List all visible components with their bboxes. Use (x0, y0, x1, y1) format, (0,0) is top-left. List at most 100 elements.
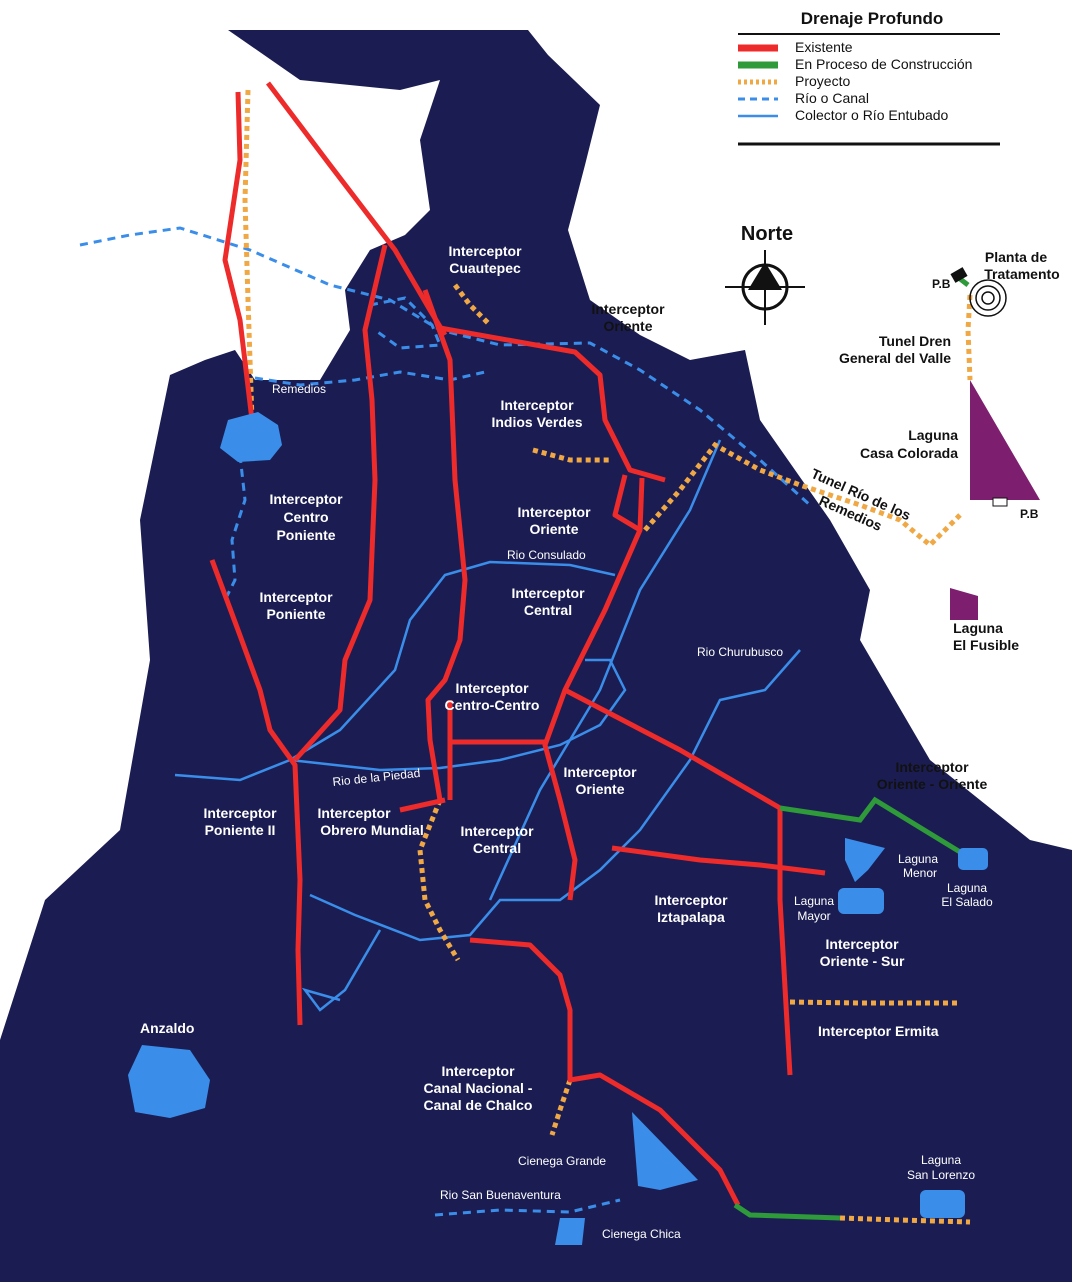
sl-proyecto-path (839, 1215, 971, 1225)
int-oo-green-path (779, 796, 967, 858)
legend-item-label: Proyecto (795, 73, 850, 89)
laguna-anzaldo (128, 1045, 210, 1118)
laguna-casa-colorada (970, 380, 1040, 500)
label-cp-1: Interceptor (269, 491, 343, 507)
int-poniente-path (209, 559, 303, 1026)
tunel-remedios-path (643, 441, 962, 549)
label-poniente-2: Poniente (266, 606, 325, 622)
label-tunel-dren-2: General del Valle (839, 350, 951, 366)
label-cuautepec-2: Cuautepec (449, 260, 521, 276)
label-lfusible-1: Laguna (953, 620, 1003, 636)
int-top-branch-path (439, 325, 666, 483)
label-emisor-central-ii: Emisor Central II (314, 110, 425, 126)
label-rio-churubusco: Rio Churubusco (697, 645, 783, 659)
label-indios-1: Interceptor (500, 397, 574, 413)
label-cienega-grande: Cienega Grande (518, 1154, 606, 1168)
emisor-poniente-path (222, 91, 255, 421)
label-rio-remedios-2: Remedios (272, 382, 326, 396)
label-anzaldo: Anzaldo (140, 1020, 194, 1036)
tunel-vaso-cristo-path (242, 89, 255, 421)
label-iztapalapa-2: Iztapalapa (657, 909, 725, 925)
label-lmayor-2: Mayor (797, 909, 830, 923)
proyectos (242, 89, 973, 1225)
colectores (174, 439, 801, 1012)
legend-item-label: Existente (795, 39, 853, 55)
int-canal-proyecto-path (549, 1079, 573, 1136)
label-lmayor-1: Laguna (794, 894, 834, 908)
label-oo-1: Interceptor (895, 759, 969, 775)
int-indios-verdes-path (532, 447, 610, 463)
int-oriente-path (542, 528, 643, 901)
label-central-low-2: Central (473, 840, 521, 856)
label-oriente-low-2: Oriente (575, 781, 624, 797)
label-planta-2: Tratamento (984, 266, 1059, 282)
legend-item-label: En Proceso de Construcción (795, 56, 972, 72)
label-obrero-1: Interceptor (317, 805, 391, 821)
int-canal-path (469, 937, 741, 1207)
int-iztapalapa-path (611, 845, 826, 876)
label-oriente-mid-1: Interceptor (517, 504, 591, 520)
label-oriente-low-1: Interceptor (563, 764, 637, 780)
tratamiento-inset (950, 267, 1040, 620)
pb-bottom-box (992, 497, 1008, 507)
legend-title: Drenaje Profundo (801, 9, 944, 28)
legend-item-label: Colector o Río Entubado (795, 107, 949, 123)
existente (209, 81, 826, 1207)
label-os-2: Oriente - Sur (820, 953, 905, 969)
label-rio-sb: Rio San Buenaventura (440, 1188, 561, 1202)
label-oriente-top-1: Interceptor (591, 301, 665, 317)
cienega-grande (632, 1112, 698, 1190)
laguna-el-salado (958, 848, 988, 870)
label-canal-1: Interceptor (441, 1063, 515, 1079)
label-lsl-1: Laguna (921, 1153, 961, 1167)
label-pii-2: Poniente II (205, 822, 276, 838)
int-obrero-mundial-path (399, 797, 446, 813)
label-pb-top: P.B (932, 277, 951, 291)
label-lsalado-1: Laguna (947, 881, 987, 895)
label-oriente-top-2: Oriente (603, 318, 652, 334)
label-indios-2: Indios Verdes (491, 414, 582, 430)
label-emisor-central-2: Central (278, 208, 326, 224)
label-oriente-mid-2: Oriente (529, 521, 578, 537)
label-pb-bottom: P.B (1020, 507, 1039, 521)
label-cienega-chica: Cienega Chica (602, 1227, 681, 1241)
rio-remedios-path (254, 370, 486, 387)
rio-san-buenaventura-path (434, 1198, 621, 1217)
laguna-el-fusible (950, 588, 978, 620)
label-os-1: Interceptor (825, 936, 899, 952)
map-territory (0, 30, 1072, 1282)
label-poniente-1: Interceptor (259, 589, 333, 605)
label-obrero-2: Obrero Mundial (320, 822, 423, 838)
compass-icon: Norte (725, 223, 805, 325)
label-lsalado-2: El Salado (941, 895, 993, 909)
label-ermita: Interceptor Ermita (818, 1023, 939, 1039)
laguna-norte (220, 412, 282, 462)
laguna-mayor (838, 888, 884, 914)
rio-laguna-poniente-path (223, 454, 247, 601)
legend-item-label: Río o Canal (795, 90, 869, 106)
label-cc-2: Centro-Centro (445, 697, 540, 713)
int-loop-path (612, 474, 645, 533)
pb-top-box (950, 267, 968, 283)
label-lmenor-2: Menor (903, 866, 937, 880)
label-rio-remedios-1: Rio de los (272, 355, 325, 369)
label-lmenor-1: Laguna (898, 852, 938, 866)
label-cc-1: Interceptor (455, 680, 529, 696)
label-lfusible-2: El Fusible (953, 637, 1019, 653)
label-lcc-2: Casa Colorada (860, 445, 958, 461)
label-central-top-1: Interceptor (511, 585, 585, 601)
label-rio-tlanepantla: Rio Tlanepianta (253, 230, 337, 272)
planta-icon (969, 279, 1007, 317)
label-rio-consulado: Rio Consulado (507, 548, 586, 562)
emisor-central-ii-path (293, 244, 388, 762)
label-oo-2: Oriente - Oriente (877, 776, 988, 792)
rio-consulado-path (174, 560, 616, 782)
label-iztapalapa-1: Interceptor (654, 892, 728, 908)
compass-label: Norte (741, 223, 793, 245)
label-tunel-dren-1: Tunel Dren (879, 333, 951, 349)
rio-piedad-path (289, 658, 627, 772)
int-ermita-path (789, 999, 960, 1006)
